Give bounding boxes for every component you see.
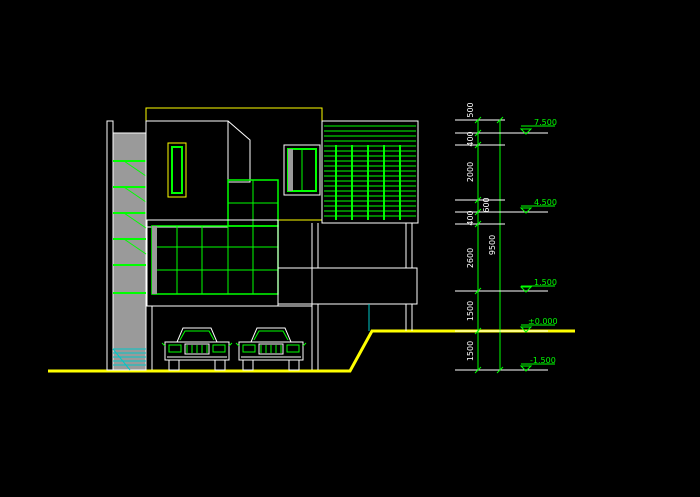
upper-right-window	[283, 144, 321, 196]
level-marker-4500: 4.500	[519, 198, 557, 214]
dim-2000: 2000	[466, 162, 475, 182]
level-label: -1.500	[530, 356, 556, 365]
level-marker-minus-1500: -1.500	[519, 356, 556, 372]
dim-1500-lower: 1500	[466, 341, 475, 361]
glass-curtain-wall	[146, 179, 279, 307]
dim-overall-9500: 9500	[488, 235, 497, 255]
cars-group	[161, 327, 307, 371]
structure-frame	[151, 223, 418, 370]
stair-tower	[106, 120, 147, 371]
dim-2600: 2600	[466, 248, 475, 268]
dim-1500-upper: 1500	[466, 301, 475, 321]
level-marker-7500: 7.500	[519, 118, 557, 135]
dim-400-mid: 400	[466, 210, 475, 225]
car-right	[235, 327, 307, 371]
dimension-column: 500 400 2000 600 400 2600 1500 1500 9500…	[455, 102, 558, 374]
level-label: 4.500	[534, 198, 557, 207]
car-left	[161, 327, 233, 371]
level-label: 1.500	[534, 278, 557, 287]
louver-panel	[321, 120, 419, 224]
dim-400-top: 400	[466, 131, 475, 146]
level-label: ±0.000	[528, 317, 558, 326]
level-marker-1500: 1.500	[519, 278, 557, 293]
dim-500: 500	[466, 102, 475, 117]
level-label: 7.500	[534, 118, 557, 127]
level-marker-0000: ±0.000	[519, 317, 558, 333]
entry-steps	[112, 348, 146, 371]
dim-600: 600	[482, 197, 491, 212]
